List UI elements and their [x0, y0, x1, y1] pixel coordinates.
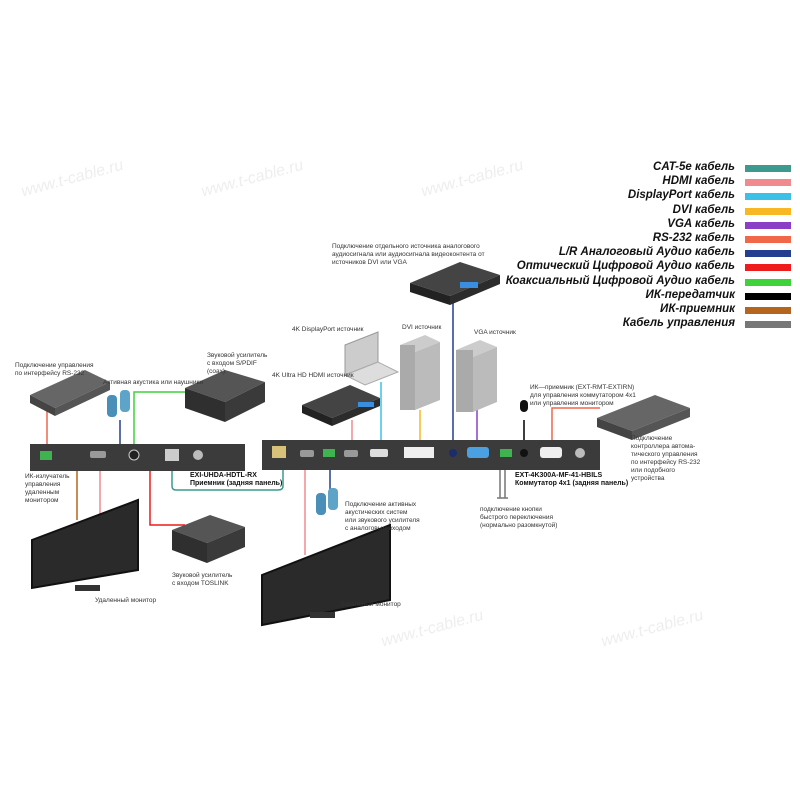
legend-swatch — [745, 193, 791, 201]
label-analog-source: Подключение отдельного источника аналого… — [332, 243, 485, 266]
label-dvi-source: DVI источник — [402, 324, 442, 331]
legend-swatch — [745, 207, 791, 215]
rs232-cable-right — [551, 407, 600, 450]
label-local-monitor: Локальный монитор — [340, 601, 401, 608]
speakers-tx — [316, 488, 338, 515]
rs232-controller-left — [30, 370, 110, 416]
label-rs232-right: Подключение контроллера автома- тическог… — [631, 435, 701, 482]
vga-tower — [456, 340, 497, 412]
legend-swatch — [745, 292, 791, 300]
label-rs232-left: Подключение управления по интерфейсу RS-… — [15, 362, 94, 377]
legend-label: HDMI кабель — [662, 175, 735, 188]
label-button: подключение кнопки быстрого переключения… — [480, 506, 558, 529]
spdif-amplifier — [185, 370, 265, 422]
label-ir-emitter: ИК-излучатель управления удаленным монит… — [25, 473, 70, 504]
legend-label: L/R Аналоговый Аудио кабель — [558, 246, 735, 259]
legend-label: VGA кабель — [667, 217, 735, 230]
cat5-cable — [171, 456, 284, 491]
legend-label: Оптический Цифровой Аудио кабель — [516, 260, 735, 273]
rs232-controller-right — [597, 395, 690, 440]
optical-audio-cable — [149, 458, 185, 526]
legend-swatch — [745, 278, 791, 286]
label-spdif-amp: Звуковой усилитель с входом S/PDIF (coax… — [207, 352, 268, 375]
legend-swatch — [745, 236, 791, 243]
laptop — [343, 331, 400, 386]
label-hdmi-source: 4K Ultra HD HDMI источник — [272, 372, 354, 379]
legend-swatch — [745, 250, 791, 258]
label-remote-monitor: Удаленный монитор — [95, 597, 157, 604]
legend-label: CAT-5e кабель — [653, 161, 735, 173]
legend-label: Коаксиальный Цифровой Аудио кабель — [505, 274, 735, 287]
label-toslink-amp: Звуковой усилитель с входом TOSLINK — [172, 572, 233, 587]
label-dp-source: 4K DisplayPort источник — [292, 326, 364, 333]
legend-swatch — [745, 165, 791, 172]
legend-swatch — [745, 321, 791, 329]
label-vga-source: VGA источник — [474, 329, 516, 336]
legend-label: ИК-передатчик — [645, 288, 735, 301]
tx-panel — [262, 440, 600, 470]
legend-label: DisplayPort кабель — [627, 189, 735, 202]
legend-label: RS-232 кабель — [652, 232, 735, 244]
rx-panel — [30, 444, 245, 471]
speakers-left — [107, 390, 130, 417]
legend-swatch — [745, 264, 791, 272]
legend-swatch — [745, 179, 791, 187]
coax-audio-cable — [133, 391, 185, 452]
legend-swatch — [745, 221, 791, 229]
label-active-speakers: Активная акустика или наушники — [103, 379, 203, 386]
toslink-amplifier — [172, 515, 245, 563]
legend-label: DVI кабель — [672, 203, 735, 216]
label-ir-receiver: ИК—приемник (EXT-RMT-EXTIRN) для управле… — [530, 384, 636, 407]
legend-label: Кабель управления — [622, 317, 735, 330]
label-analog-speakers: Подключение активных акустических систем… — [345, 501, 420, 532]
label-rx-name: EXI-UHDA-HDTL-RX Приемник (задняя панель… — [190, 472, 283, 487]
legend-label: ИК-приемник — [660, 303, 735, 315]
local-monitor — [261, 523, 391, 627]
audio-source-box — [410, 262, 500, 305]
hdmi-source — [302, 385, 380, 426]
label-tx-name: EXT-4K300A-MF-41-HBILS Коммутатор 4x1 (з… — [515, 472, 629, 487]
ir-receiver — [520, 400, 528, 412]
legend-swatch — [745, 307, 791, 314]
dvi-tower — [400, 335, 440, 410]
remote-monitor — [31, 498, 139, 591]
